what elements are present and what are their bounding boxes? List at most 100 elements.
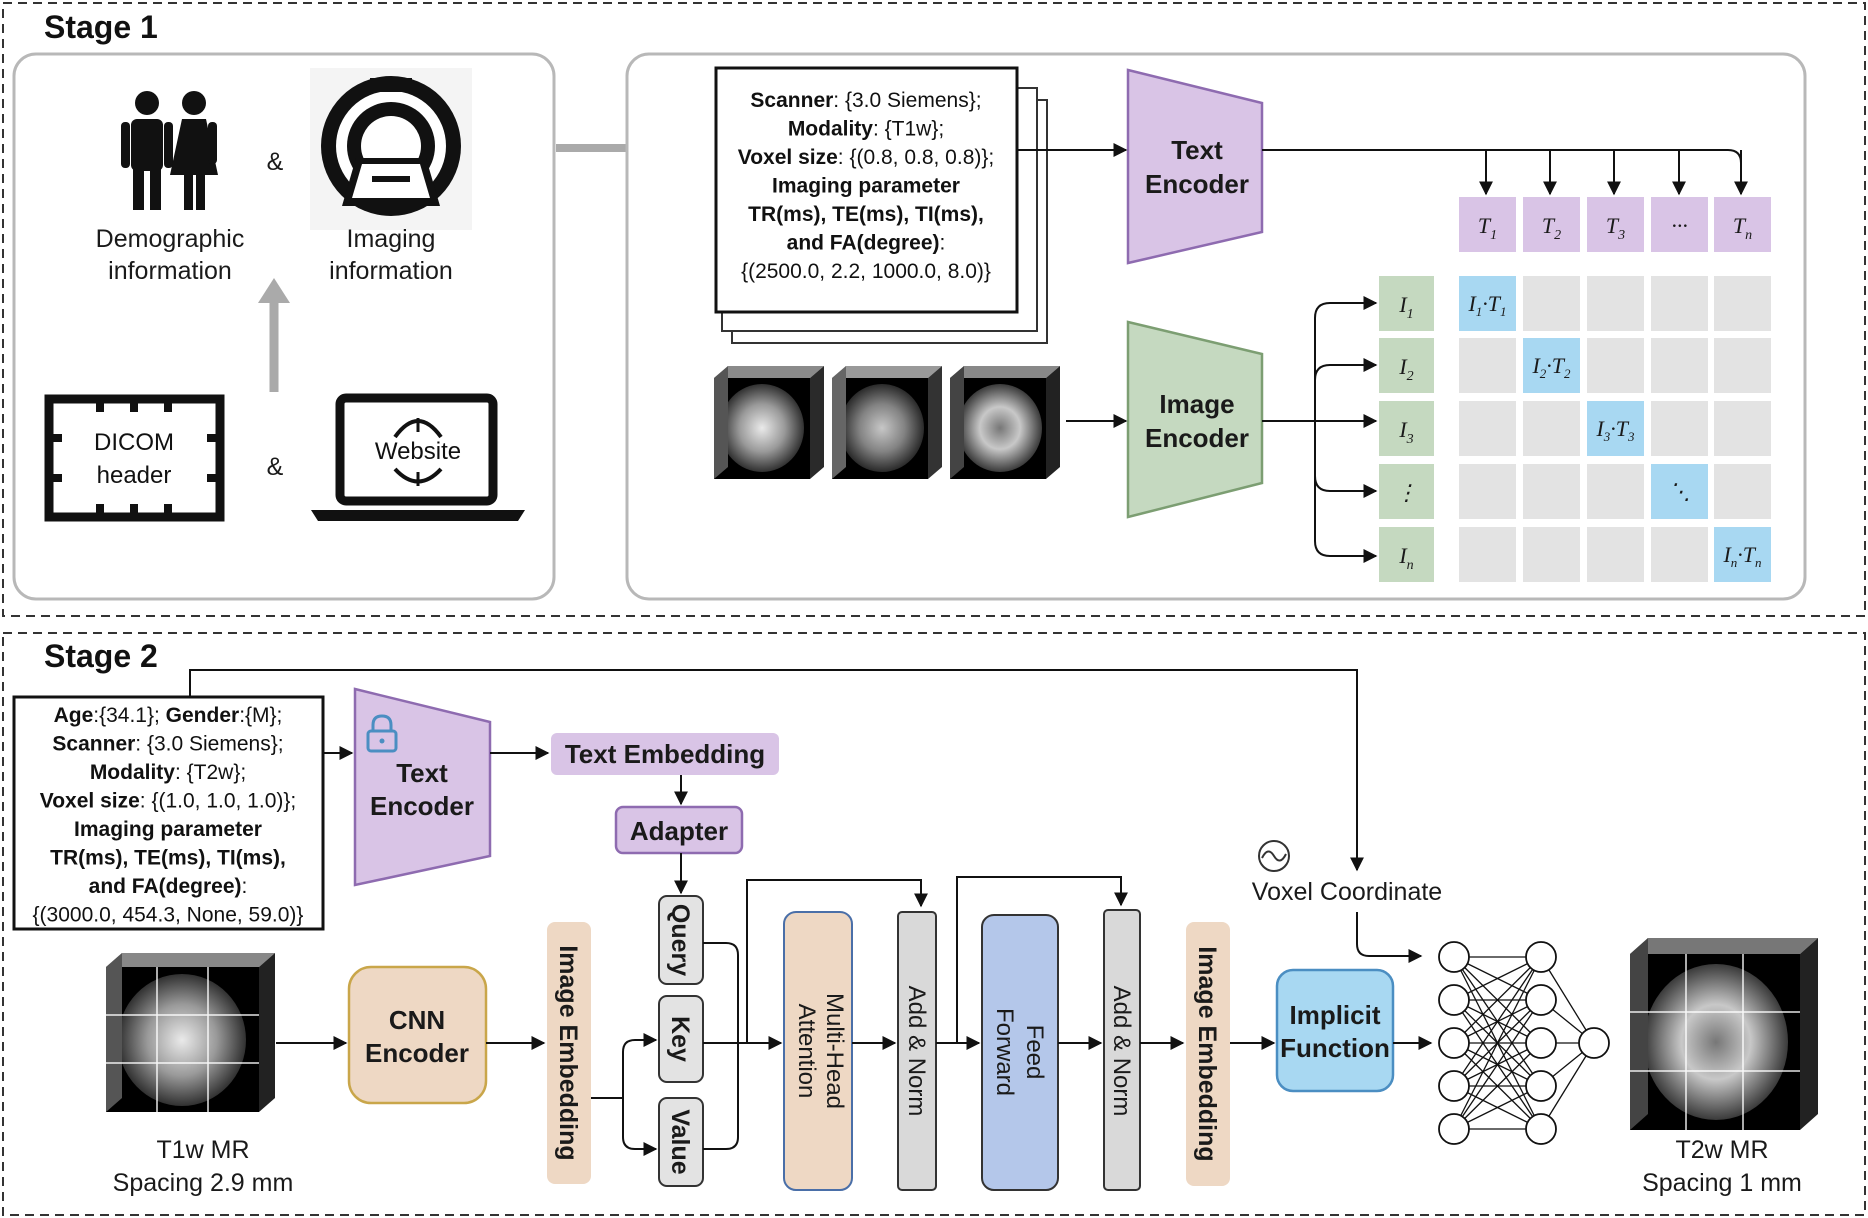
stage2-card-line-6-seg-0: and FA(degree) — [89, 875, 242, 898]
value-to-mha-line — [703, 1040, 739, 1150]
stage2-card-line-0-seg-3: :{M}; — [239, 704, 282, 727]
mlp-node-0-1 — [1438, 984, 1470, 1016]
query-to-mha-line — [703, 942, 739, 1040]
implicit-function-box — [1275, 968, 1395, 1093]
cnn-encoder-line2: Encoder — [365, 1038, 469, 1068]
similarity-cell-1-3 — [1651, 338, 1708, 393]
image-token-0 — [1379, 276, 1434, 331]
mlp-node-2-0 — [1578, 1027, 1610, 1059]
stage2-card-line-4-seg-0: Imaging parameter — [74, 818, 262, 841]
stage2-metadata-card — [12, 695, 325, 931]
similarity-cell-1-0 — [1459, 338, 1516, 393]
text-embedding-label: Text Embedding — [565, 739, 765, 769]
image-token-1 — [1379, 338, 1434, 393]
feed-forward-line2: Forward — [991, 1008, 1018, 1096]
voxel-coordinate-label: Voxel Coordinate — [1252, 878, 1442, 906]
imaging-label-line2: information — [329, 257, 453, 285]
stage1-card-line-1-seg-1: : {T1w}; — [873, 118, 944, 141]
cnn-encoder-box — [347, 965, 488, 1105]
stage1-card-line-5-seg-0: and FA(degree) — [787, 232, 940, 255]
input-caption-line2: Spacing 2.9 mm — [113, 1169, 294, 1197]
stage1-text-encoder-line1: Text — [1171, 135, 1223, 165]
similarity-cell-4-4 — [1714, 527, 1771, 582]
stage1-panel: Stage 1 & Demographic information — [2, 2, 1866, 617]
cnn-encoder-line1: CNN — [389, 1005, 445, 1035]
mri-scanner-icon — [310, 68, 472, 230]
stage2-title: Stage 2 — [44, 638, 158, 674]
stage2-card-line-1-seg-0: Scanner — [52, 733, 135, 756]
stage1-card-line-2-seg-1: : {(0.8, 0.8, 0.8)}; — [838, 146, 994, 169]
text-token-3 — [1651, 197, 1708, 252]
stage2-card-line-0-seg-2: Gender — [166, 704, 240, 727]
mlp-node-0-4 — [1438, 1113, 1470, 1145]
stage1-dashed-frame — [2, 2, 1866, 617]
t1w-input-volume — [106, 953, 275, 1112]
stage1-image-encoder-line1: Image — [1159, 389, 1234, 419]
website-laptop-icon — [311, 393, 525, 521]
diagonal-label-1: I2·T2 — [1531, 353, 1571, 381]
output-caption-line1: T2w MR — [1675, 1136, 1768, 1164]
mlp-edge-0-4-2 — [1453, 1042, 1542, 1130]
mlp-edge-1-4-0 — [1540, 1042, 1595, 1130]
mlp-edge-1-0-0 — [1540, 956, 1595, 1044]
dicom-header-icon — [44, 394, 225, 522]
mlp-network — [1438, 941, 1610, 1145]
adapter-box — [614, 805, 744, 855]
stage1-card-line-4-seg-0: TR(ms), TE(ms), TI(ms), — [748, 203, 984, 226]
similarity-cell-0-1 — [1523, 276, 1580, 331]
key-label: Key — [666, 1016, 694, 1062]
mri-volume-cube-1 — [714, 366, 824, 479]
mlp-edge-0-2-0 — [1453, 956, 1542, 1044]
dicom-label-line1: DICOM — [94, 429, 174, 456]
metadata-to-voxel-coordinate-arrow — [189, 669, 1364, 872]
similarity-cell-4-2 — [1587, 527, 1644, 582]
stage2-card-line-0-seg-1: :{34.1}; — [93, 704, 165, 727]
similarity-cell-3-4 — [1714, 464, 1771, 519]
diagonal-label-3: ⋱ — [1669, 479, 1691, 504]
demographic-label-line2: information — [108, 257, 232, 285]
stage1-card-line-5-seg-1: : — [940, 232, 946, 255]
similarity-cell-1-4 — [1714, 338, 1771, 393]
stage2-card-line-3-seg-1: : {(1.0, 1.0, 1.0)}; — [140, 790, 296, 813]
image-token-3 — [1379, 464, 1434, 519]
text-token-4 — [1714, 197, 1771, 252]
similarity-cell-3-3 — [1651, 464, 1708, 519]
similarity-cell-1-1 — [1523, 338, 1580, 393]
stage2-card-line-2-seg-1: : {T2w}; — [175, 761, 246, 784]
mha-label-line2: Attention — [793, 1004, 820, 1099]
text-token-1 — [1523, 197, 1580, 252]
implicit-function-line2: Function — [1280, 1033, 1390, 1063]
value-label: Value — [666, 1109, 694, 1174]
stage1-card-line-6-seg-0: {(2500.0, 2.2, 1000.0, 8.0)} — [741, 260, 991, 283]
similarity-cell-2-4 — [1714, 401, 1771, 456]
mlp-node-0-0 — [1438, 941, 1470, 973]
mlp-edge-0-4-0 — [1453, 956, 1542, 1130]
ampersand-bottom: & — [267, 453, 284, 481]
mlp-edge-0-4-3 — [1453, 1085, 1542, 1130]
stage1-card-line-0-seg-0: Scanner — [750, 89, 833, 112]
diagonal-label-2: I3·T3 — [1595, 416, 1635, 444]
website-label: Website — [375, 438, 461, 465]
add-norm-2-label: Add & Norm — [1108, 986, 1135, 1117]
output-image-embedding-label: Image Embedding — [1193, 946, 1221, 1161]
mlp-edge-0-4-1 — [1453, 999, 1542, 1130]
arrow-to-i1 — [1314, 296, 1378, 421]
image-token-2 — [1379, 401, 1434, 456]
t2w-output-volume — [1630, 938, 1818, 1130]
adapter-label: Adapter — [630, 816, 728, 846]
text-token-label-4: Tn — [1733, 213, 1752, 243]
stage2-card-line-1-seg-1: : {3.0 Siemens}; — [135, 733, 283, 756]
similarity-cell-2-3 — [1651, 401, 1708, 456]
voxel-to-mlp-arrow — [1356, 912, 1423, 963]
stage2-card-line-3-seg-0: Voxel size — [40, 790, 140, 813]
value-box — [658, 1097, 704, 1187]
sine-wave-icon — [1258, 840, 1290, 872]
arrow-to-in — [1314, 476, 1378, 563]
add-norm-1-box — [897, 911, 937, 1191]
similarity-cell-4-3 — [1651, 527, 1708, 582]
stage2-text-encoder-line2: Encoder — [370, 791, 474, 821]
output-caption-line2: Spacing 1 mm — [1642, 1169, 1802, 1197]
text-token-label-3: ··· — [1671, 213, 1688, 238]
stage1-image-encoder-line2: Encoder — [1145, 423, 1249, 453]
